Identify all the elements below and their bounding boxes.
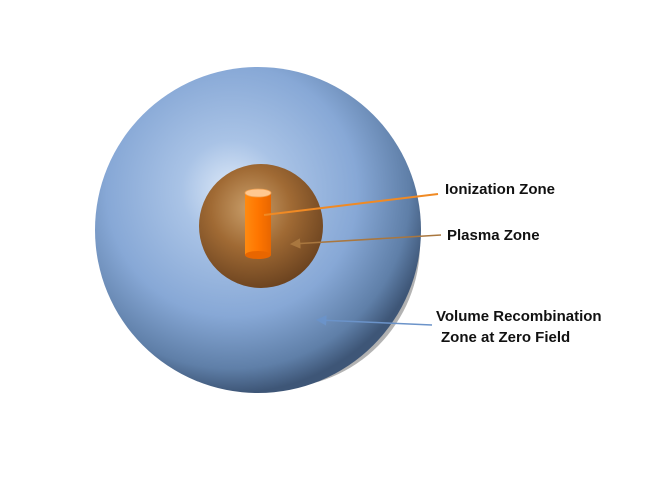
plasma-zone-label: Plasma Zone <box>447 227 540 244</box>
ionization-zone-cylinder <box>244 188 272 259</box>
volume-recombination-label-line1: Volume Recombination <box>436 308 602 325</box>
volume-recombination-label-line2: Zone at Zero Field <box>441 329 571 346</box>
plasma-arrow <box>289 234 442 249</box>
ionization-arrow <box>263 193 439 216</box>
volume-arrow <box>315 315 433 326</box>
ionization-zone-label: Ionization Zone <box>445 181 555 198</box>
